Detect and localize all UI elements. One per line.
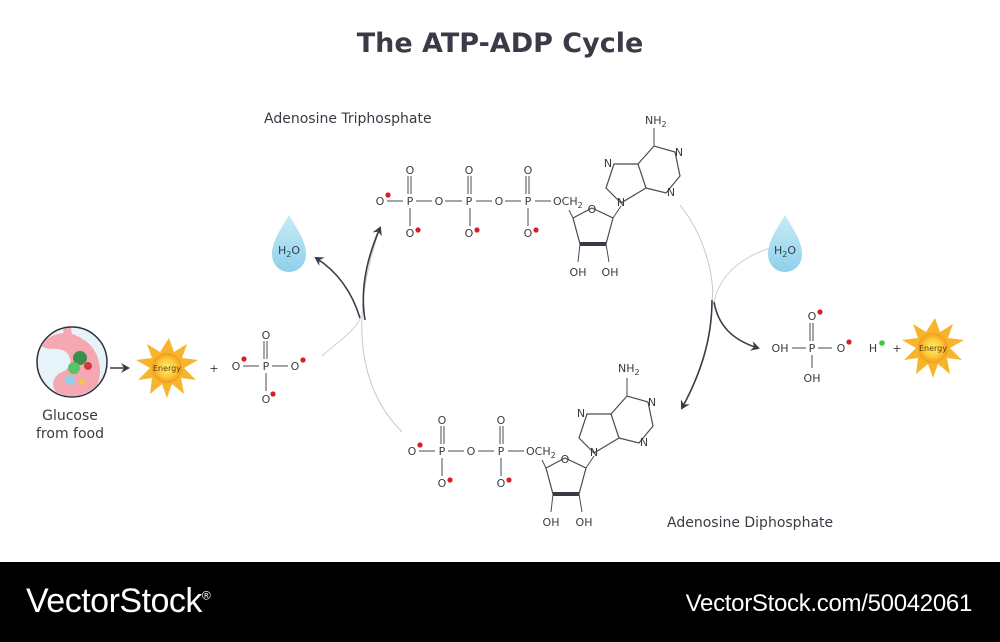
vectorstock-logo: VectorStock®	[26, 582, 211, 620]
image-id: VectorStock.com/50042061	[685, 590, 973, 617]
svg-text:Energy: Energy	[153, 364, 181, 373]
svg-text:Energy: Energy	[919, 344, 947, 353]
svg-text:O: O	[406, 227, 415, 240]
svg-text:P: P	[263, 360, 270, 373]
svg-text:H2O: H2O	[278, 244, 300, 259]
svg-text:O: O	[262, 329, 271, 342]
svg-text:OCH2: OCH2	[553, 195, 583, 210]
svg-text:OH: OH	[804, 372, 821, 385]
svg-text:H2O: H2O	[774, 244, 796, 259]
svg-text:N: N	[675, 146, 683, 159]
svg-text:O: O	[435, 195, 444, 208]
positive-charge	[879, 340, 885, 346]
svg-text:O: O	[406, 164, 415, 177]
arrow-icon	[314, 256, 361, 319]
svg-text:O: O	[467, 445, 476, 458]
svg-text:O: O	[495, 195, 504, 208]
svg-text:OH: OH	[602, 266, 619, 279]
svg-text:O: O	[465, 227, 474, 240]
adp-molecule: O P O P O O O O OCH2 O OH OH N N N N NH2	[408, 362, 656, 529]
svg-text:O: O	[262, 393, 271, 406]
svg-text:O: O	[497, 477, 506, 490]
svg-text:N: N	[667, 186, 675, 199]
arrow-icon	[680, 299, 713, 410]
arrow-icon	[713, 301, 760, 351]
svg-text:O: O	[808, 310, 817, 323]
svg-text:N: N	[640, 436, 648, 449]
svg-text:O: O	[524, 164, 533, 177]
svg-text:O: O	[408, 445, 417, 458]
svg-text:N: N	[604, 157, 612, 170]
glucose-label-line1: Glucose	[42, 408, 98, 424]
svg-text:N: N	[648, 396, 656, 409]
plus-sign: +	[209, 362, 218, 375]
svg-text:OH: OH	[570, 266, 587, 279]
stomach-icon	[36, 326, 108, 398]
watermark-footer: VectorStock® VectorStock.com/50042061	[0, 562, 1000, 642]
svg-text:N: N	[617, 196, 625, 209]
energy-sun-icon: Energy	[902, 318, 964, 378]
page-title: The ATP-ADP Cycle	[357, 28, 644, 59]
water-drop-icon: H2O	[272, 215, 306, 272]
atp-molecule: O P O P O P O O O O O O OCH2 O OH OH N N	[376, 114, 683, 279]
arrow-icon	[362, 226, 382, 321]
svg-text:P: P	[525, 195, 532, 208]
svg-text:N: N	[590, 446, 598, 459]
svg-text:NH2: NH2	[618, 362, 640, 377]
energy-sun-icon: Energy	[136, 338, 198, 398]
svg-text:O: O	[837, 342, 846, 355]
svg-text:N: N	[577, 407, 585, 420]
svg-text:O: O	[524, 227, 533, 240]
svg-text:OH: OH	[543, 516, 560, 529]
svg-text:P: P	[809, 342, 816, 355]
adp-label: Adenosine Diphosphate	[667, 515, 833, 531]
phosphate-right: OH P O O OH	[772, 309, 852, 385]
svg-text:OH: OH	[772, 342, 789, 355]
svg-text:O: O	[497, 414, 506, 427]
svg-text:O: O	[376, 195, 385, 208]
svg-text:P: P	[498, 445, 505, 458]
svg-text:NH2: NH2	[645, 114, 667, 129]
svg-text:O: O	[438, 414, 447, 427]
plus-sign: +	[892, 342, 901, 355]
atp-label: Adenosine Triphosphate	[264, 111, 432, 127]
svg-text:O: O	[588, 203, 597, 216]
svg-text:O: O	[291, 360, 300, 373]
svg-text:O: O	[438, 477, 447, 490]
svg-text:O: O	[232, 360, 241, 373]
svg-text:P: P	[466, 195, 473, 208]
svg-text:P: P	[407, 195, 414, 208]
svg-text:O: O	[561, 453, 570, 466]
svg-text:OCH2: OCH2	[526, 445, 556, 460]
hydrogen-ion: H	[869, 342, 877, 355]
svg-text:P: P	[439, 445, 446, 458]
svg-text:OH: OH	[576, 516, 593, 529]
svg-text:O: O	[465, 164, 474, 177]
phosphate-left: O P O O O	[232, 329, 306, 406]
glucose-label-line2: from food	[36, 426, 104, 442]
water-drop-icon: H2O	[768, 215, 802, 272]
